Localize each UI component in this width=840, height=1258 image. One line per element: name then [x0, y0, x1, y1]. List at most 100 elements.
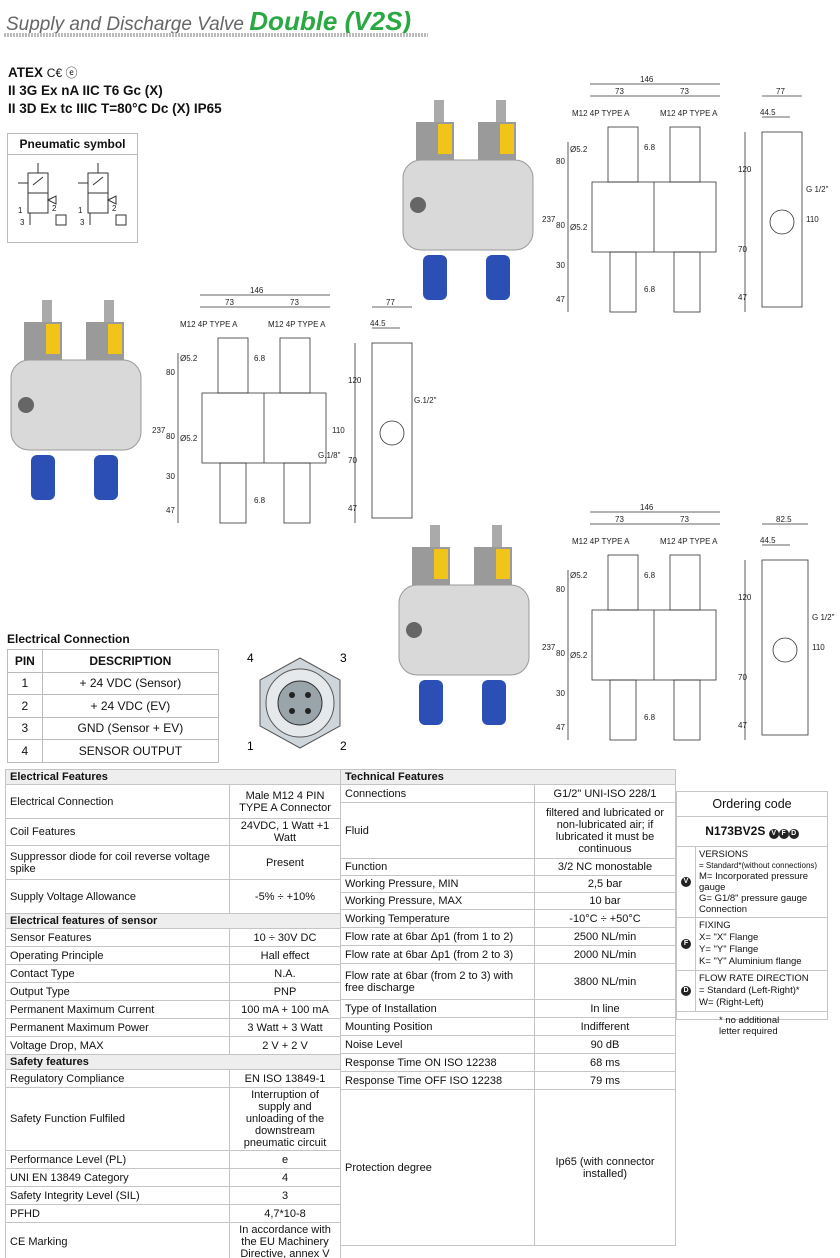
dim-6-8: 6.8 — [644, 571, 656, 580]
feature-value: Interruption of supply and unloading of … — [229, 1087, 341, 1151]
dim-44-5: 44.5 — [760, 108, 776, 117]
port-label: 3 — [80, 218, 85, 227]
connector-label: M12 4P TYPE A — [660, 537, 718, 546]
dim-110: 110 — [812, 643, 825, 652]
section-title: Electrical Features — [5, 769, 341, 785]
pin-header: PIN — [7, 649, 43, 673]
dim-80: 80 — [166, 368, 175, 377]
dim-total-height: 237 — [152, 426, 166, 435]
electrical-connection-title: Electrical Connection — [7, 632, 130, 646]
dim-6-8: 6.8 — [644, 285, 656, 294]
feature-label: UNI EN 13849 Category — [5, 1168, 230, 1187]
feature-value: 68 ms — [534, 1053, 676, 1072]
feature-label: Permanent Maximum Power — [5, 1018, 230, 1037]
dimension-drawing-1: 146 73 73 M12 4P TYPE A M12 4P TYPE A Ø5… — [542, 75, 829, 313]
feature-value: 4 — [229, 1168, 341, 1187]
dim-6-8: 6.8 — [254, 496, 266, 505]
dim-half-a: 73 — [615, 87, 624, 96]
feature-label: Flow rate at 6bar Δp1 (from 1 to 2) — [340, 927, 535, 946]
dim-half-b: 73 — [290, 298, 299, 307]
fixing-badge-icon: F — [681, 939, 691, 949]
pin-description: + 24 VDC (EV) — [41, 694, 220, 718]
feature-value: 2 V + 2 V — [229, 1036, 341, 1055]
feature-value: 3 Watt + 3 Watt — [229, 1018, 341, 1037]
feature-value: 90 dB — [534, 1035, 676, 1054]
pin-description: GND (Sensor + EV) — [41, 716, 220, 740]
feature-value: 79 ms — [534, 1071, 676, 1090]
feature-label: Sensor Features — [5, 928, 230, 947]
dim-side-width: 82.5 — [776, 515, 792, 524]
port-label: 1 — [78, 206, 83, 215]
dim-47-side: 47 — [738, 721, 747, 730]
atex-label: ATEX — [8, 65, 44, 80]
feature-label: Safety Function Fulfiled — [5, 1087, 230, 1151]
version-option: M= Incorporated pressure gauge — [699, 871, 809, 893]
section-title: Safety features — [5, 1054, 341, 1070]
feature-label: Output Type — [5, 982, 230, 1001]
table-header-row: PIN DESCRIPTION — [7, 649, 220, 673]
connector-label: M12 4P TYPE A — [268, 320, 326, 329]
feature-label: Function — [340, 858, 535, 876]
feature-value: 24VDC, 1 Watt +1 Watt — [229, 818, 341, 846]
dim-side-width: 77 — [386, 298, 395, 307]
dim-47-side: 47 — [738, 293, 747, 302]
atex-block: ATEX C€ ⓔ II 3G Ex nA IIC T6 Gc (X) II 3… — [8, 64, 222, 118]
dim-6-8: 6.8 — [644, 713, 656, 722]
version-badge-icon: V — [768, 829, 779, 839]
table-row: Supply Voltage Allowance-5% ÷ +10% — [5, 879, 341, 914]
atex-gas-rating: II 3G Ex nA IIC T6 Gc (X) — [8, 83, 163, 98]
thread-g12: G 1/2" — [806, 185, 829, 194]
ordering-title: Ordering code — [677, 792, 827, 817]
dim-total-height: 237 — [542, 215, 556, 224]
dim-47: 47 — [166, 506, 175, 515]
feature-value: Male M12 4 PIN TYPE A Connector — [229, 784, 341, 819]
dim-total-width: 146 — [640, 503, 654, 512]
dim-120: 120 — [738, 165, 752, 174]
pin-number: 3 — [7, 716, 43, 740]
header-divider — [4, 33, 428, 37]
connector-pin-label: 2 — [340, 739, 347, 753]
feature-value: G1/2" UNI-ISO 228/1 — [534, 784, 676, 803]
dim-half-a: 73 — [615, 515, 624, 524]
pin-description: + 24 VDC (Sensor) — [41, 671, 220, 695]
ce-mark-icon: C€ ⓔ — [46, 66, 78, 80]
dim-diameter: Ø5.2 — [570, 223, 588, 232]
dim-70: 70 — [738, 673, 747, 682]
connector-label: M12 4P TYPE A — [572, 109, 630, 118]
feature-value: 3/2 NC monostable — [534, 858, 676, 876]
dimension-drawing-3: 146 73 73 M12 4P TYPE A M12 4P TYPE A Ø5… — [542, 503, 835, 741]
dim-side-width: 77 — [776, 87, 785, 96]
dim-30: 30 — [166, 472, 175, 481]
feature-label: Protection degree — [340, 1089, 535, 1246]
product-photo-1 — [402, 100, 534, 300]
feature-value: 2500 NL/min — [534, 927, 676, 946]
dim-half-a: 73 — [225, 298, 234, 307]
version-badge-icon: V — [681, 877, 691, 887]
feature-value: 3 — [229, 1186, 341, 1205]
fixing-option: X= "X" Flange — [699, 932, 759, 943]
feature-value: 10 ÷ 30V DC — [229, 928, 341, 947]
feature-value: -10°C ÷ +50°C — [534, 909, 676, 928]
dim-30: 30 — [556, 261, 565, 270]
feature-label: Supply Voltage Allowance — [5, 879, 230, 914]
dim-47-side: 47 — [348, 504, 357, 513]
feature-label: Regulatory Compliance — [5, 1069, 230, 1088]
dim-47: 47 — [556, 723, 565, 732]
feature-value: filtered and lubricated or non-lubricate… — [534, 802, 676, 859]
port-label: 1 — [18, 206, 23, 215]
feature-value: 10 bar — [534, 892, 676, 910]
port-label: 3 — [20, 218, 25, 227]
